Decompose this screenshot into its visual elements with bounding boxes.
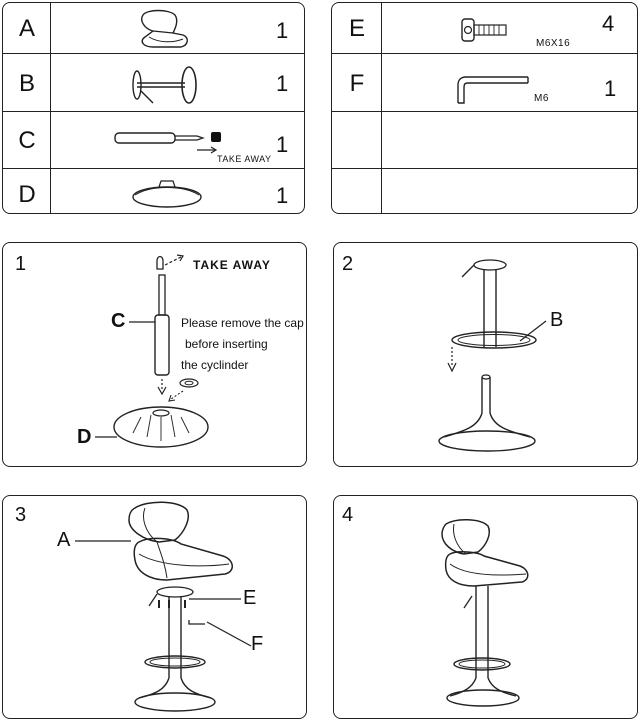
step-number: 2 <box>342 253 354 275</box>
part-spec: M6 <box>534 93 549 104</box>
part-letter: D <box>18 181 36 208</box>
part-qty: 1 <box>276 71 289 96</box>
table-row-line <box>3 53 304 54</box>
pointer-line <box>206 621 252 647</box>
table-row-line <box>332 111 637 112</box>
instruction-line: the cyclinder <box>181 358 249 372</box>
instruction-text: Please remove the cap before inserting t… <box>181 313 304 376</box>
parts-table-left: A 1 B 1 C TAKE AWAY 1 D 1 <box>2 2 305 214</box>
gas-cylinder-icon <box>114 132 221 154</box>
assembled-stool-drawing <box>441 519 529 707</box>
table-row-line <box>3 111 304 112</box>
gas-cylinder-icon <box>154 274 170 396</box>
step-number: 3 <box>15 504 27 526</box>
table-row-line <box>332 53 637 54</box>
step-number: 1 <box>15 253 27 275</box>
part-qty: 1 <box>276 183 289 208</box>
part-letter: C <box>18 127 36 154</box>
part-qty: 4 <box>602 11 615 36</box>
part-letter: A <box>18 15 35 42</box>
stool-assembly-drawing <box>438 259 537 452</box>
table-divider <box>50 3 51 213</box>
stool-assembly-drawing <box>128 501 233 712</box>
part-qty: 1 <box>276 18 289 43</box>
part-label-d: D <box>77 426 92 448</box>
step-number: 4 <box>342 504 354 526</box>
parts-table-right: E M6X16 4 F M6 1 <box>331 2 638 214</box>
base-disc-icon <box>113 406 209 448</box>
screw-icon <box>461 18 507 42</box>
step-3-panel: 3 A E F <box>2 495 307 719</box>
part-spec: M6X16 <box>536 38 571 49</box>
step-1-panel: 1 TAKE AWAY C Please remove the cap befo… <box>2 242 307 467</box>
table-divider <box>381 3 382 213</box>
pointer-line <box>519 320 547 342</box>
pointer-line <box>75 540 131 542</box>
instruction-line: Please remove the cap <box>181 316 304 330</box>
table-row-line <box>3 168 304 169</box>
part-label-c: C <box>111 310 126 332</box>
take-away-label: TAKE AWAY <box>217 154 272 164</box>
part-label-e: E <box>243 587 257 609</box>
part-qty: 1 <box>276 132 289 157</box>
step-4-panel: 4 <box>333 495 638 719</box>
take-away-label: TAKE AWAY <box>193 258 271 272</box>
part-label-f: F <box>251 633 264 655</box>
allen-key-icon <box>457 76 529 104</box>
seat-icon <box>141 9 188 48</box>
footrest-icon <box>132 66 197 104</box>
part-qty: 1 <box>604 76 617 101</box>
step-2-panel: 2 B <box>333 242 638 467</box>
pointer-line <box>129 321 155 323</box>
pointer-line <box>189 598 241 600</box>
pointer-line <box>95 436 117 438</box>
part-label-b: B <box>550 309 564 331</box>
part-letter: E <box>348 15 365 42</box>
washer-icon <box>168 378 199 402</box>
part-letter: F <box>349 70 365 97</box>
instruction-line: before inserting <box>185 337 268 351</box>
base-disc-icon <box>132 180 202 208</box>
cap-icon <box>156 254 184 270</box>
part-letter: B <box>18 70 35 97</box>
table-row-line <box>332 168 637 169</box>
part-label-a: A <box>57 529 71 551</box>
